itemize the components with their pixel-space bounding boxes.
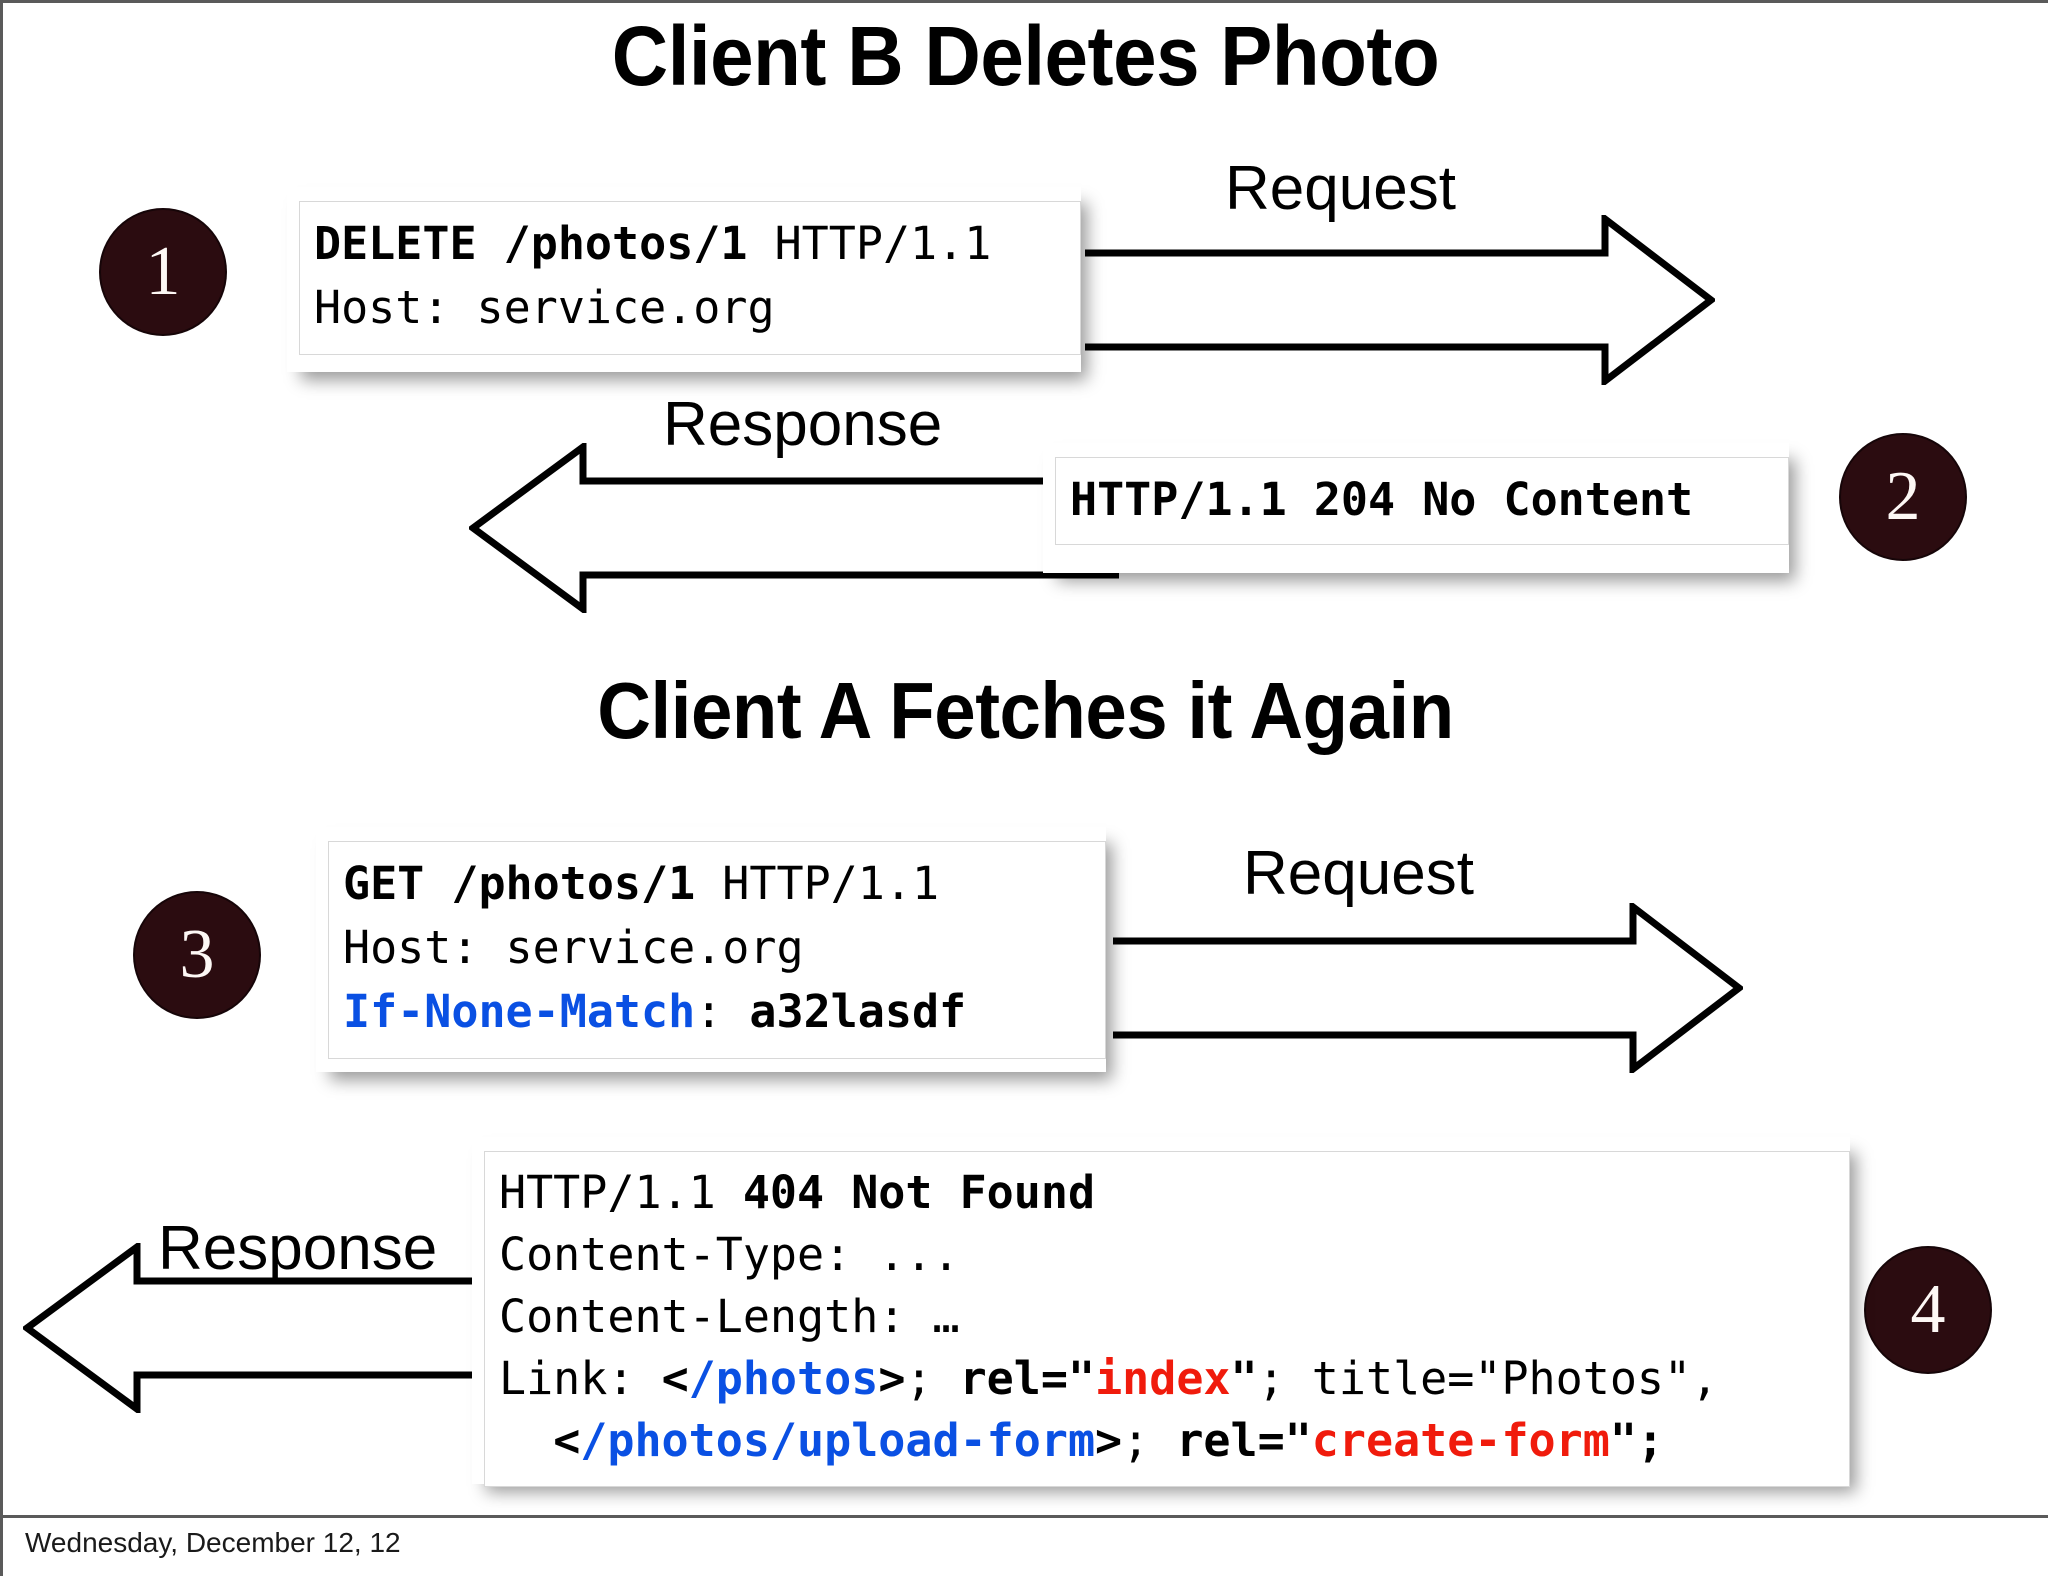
- message-segment: HTTP/1.1: [747, 217, 992, 270]
- message-line: Content-Type: ...: [499, 1224, 1835, 1286]
- request-arrow-1-label: Request: [1225, 154, 1456, 223]
- message-line: Host: service.org: [314, 276, 1066, 340]
- message-line: Link: </photos>; rel="index"; title="Pho…: [499, 1348, 1835, 1410]
- step-badge-4: 4: [1866, 1248, 1990, 1372]
- step-badge-3: 3: [135, 893, 259, 1017]
- message-segment: [499, 1414, 553, 1467]
- message-segment: rel=": [1176, 1414, 1312, 1467]
- message-line: Content-Length: …: [499, 1286, 1835, 1348]
- message-line: HTTP/1.1 404 Not Found: [499, 1162, 1835, 1224]
- message-line: HTTP/1.1 204 No Content: [1070, 468, 1774, 532]
- message-segment: a32lasdf: [749, 985, 967, 1038]
- message-segment: Host: service.org: [314, 281, 775, 334]
- message-segment: Host: service.org: [343, 921, 804, 974]
- message-segment: :: [695, 985, 750, 1038]
- message-segment: ";: [1609, 1414, 1664, 1467]
- message-segment: Content-Type: ...: [499, 1228, 960, 1281]
- message-line: DELETE /photos/1 HTTP/1.1: [314, 212, 1066, 276]
- request-arrow-1-icon: [1075, 215, 1715, 385]
- heading-client-a-fetches-it-again: Client A Fetches it Again: [597, 666, 1454, 755]
- message-segment: >: [878, 1352, 906, 1405]
- message-segment: Link:: [499, 1352, 662, 1405]
- message-segment: <: [661, 1352, 689, 1405]
- message-segment: ;: [905, 1352, 960, 1405]
- response-arrow-2-label: Response: [158, 1214, 438, 1283]
- request-arrow-2-icon: [1103, 903, 1743, 1073]
- step-badge-1: 1: [101, 210, 225, 334]
- message-segment: index: [1095, 1352, 1231, 1405]
- footer-divider: [3, 1515, 2048, 1518]
- message-segment: HTTP/1.1: [695, 857, 940, 910]
- heading-client-b-deletes-photo: Client B Deletes Photo: [611, 9, 1440, 103]
- message-segment: /photos/upload-form: [580, 1414, 1096, 1467]
- message-segment: ": [1230, 1352, 1258, 1405]
- message-segment: <: [553, 1414, 581, 1467]
- message-line: If-None-Match: a32lasdf: [343, 980, 1091, 1044]
- message-segment: 404 Not Found: [742, 1166, 1096, 1219]
- message-body-204-response: HTTP/1.1 204 No Content: [1055, 457, 1789, 545]
- message-line: Host: service.org: [343, 916, 1091, 980]
- message-segment: HTTP/1.1: [499, 1166, 743, 1219]
- message-segment: ;: [1122, 1414, 1177, 1467]
- request-arrow-2-label: Request: [1243, 839, 1474, 908]
- message-line: </photos/upload-form>; rel="create-form"…: [499, 1410, 1835, 1472]
- footer-date: Wednesday, December 12, 12: [25, 1527, 401, 1558]
- message-segment: Content-Length: …: [499, 1290, 960, 1343]
- message-segment: >: [1095, 1414, 1123, 1467]
- step-badge-2: 2: [1841, 435, 1965, 559]
- message-segment: HTTP/1.1 204 No Content: [1070, 473, 1694, 526]
- message-line: GET /photos/1 HTTP/1.1: [343, 852, 1091, 916]
- message-segment: DELETE /photos/1: [314, 217, 748, 270]
- message-segment: rel=": [959, 1352, 1096, 1405]
- message-box-204-response: HTTP/1.1 204 No Content: [1043, 443, 1789, 573]
- message-segment: create-form: [1311, 1414, 1610, 1467]
- message-segment: GET /photos/1: [343, 857, 696, 910]
- response-arrow-1-icon: [469, 443, 1129, 613]
- message-segment: ; title="Photos",: [1257, 1352, 1719, 1405]
- message-segment: If-None-Match: [343, 985, 696, 1038]
- message-segment: /photos: [688, 1352, 879, 1405]
- response-arrow-1-label: Response: [663, 390, 943, 459]
